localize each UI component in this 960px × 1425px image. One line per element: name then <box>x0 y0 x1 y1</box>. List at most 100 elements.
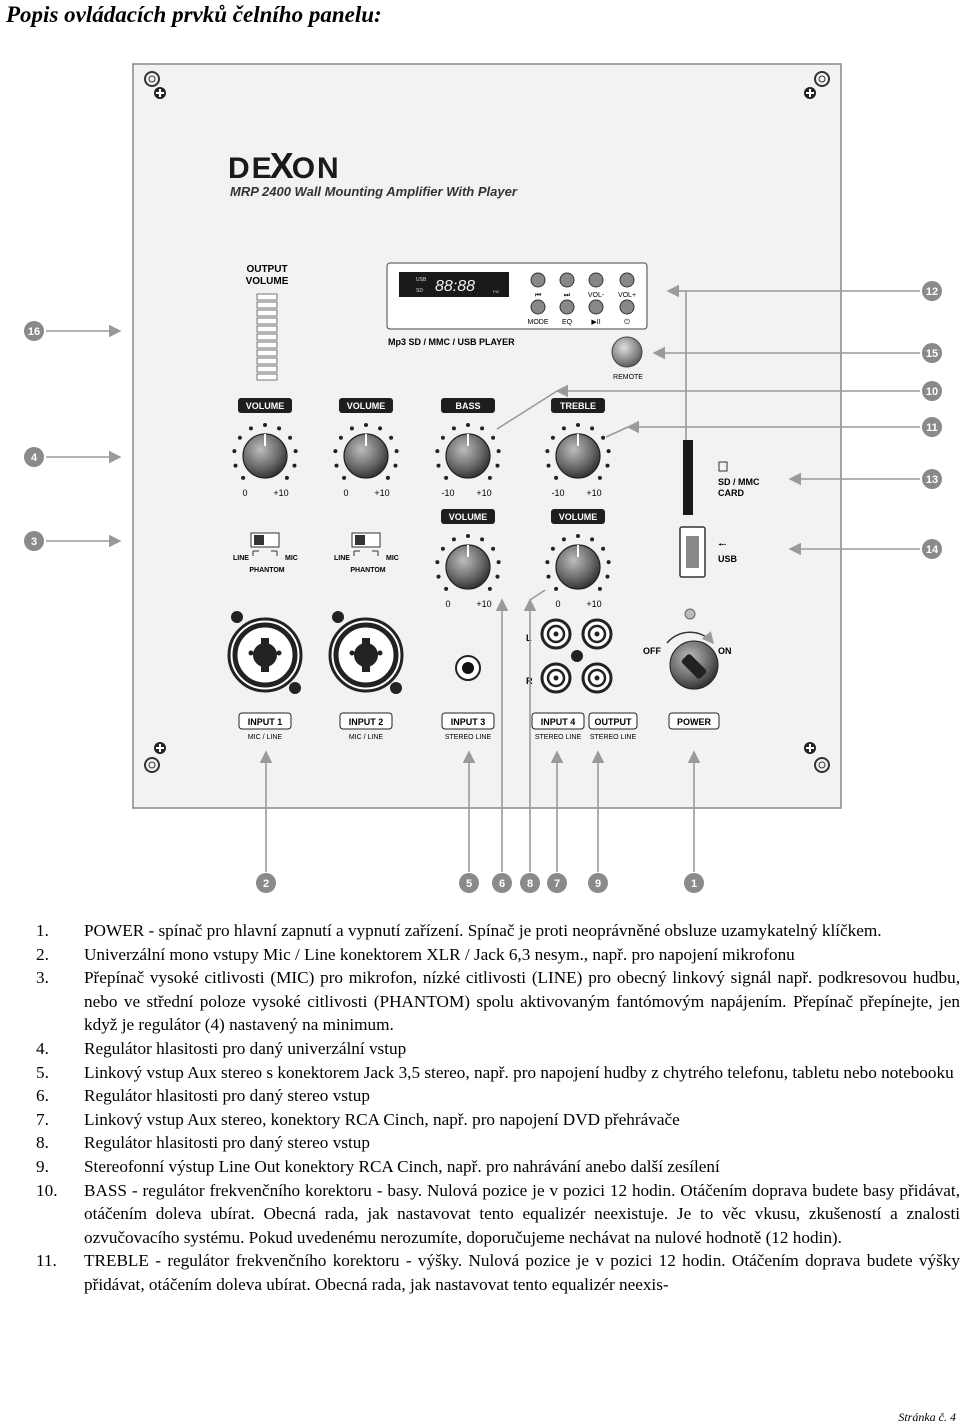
svg-text:15: 15 <box>926 348 938 360</box>
legend-item: 4. Regulátor hlasitosti pro daný univerzá… <box>36 1037 960 1061</box>
player-button-top[interactable] <box>530 272 546 288</box>
switch-mic-label: MIC <box>285 555 298 562</box>
svg-text:12: 12 <box>926 286 938 298</box>
legend-text: Stereofonní výstup Line Out konektory RC… <box>84 1156 720 1176</box>
switch-mic-label: MIC <box>386 555 399 562</box>
legend-text: Regulátor hlasitosti pro daný stereo vst… <box>84 1086 370 1106</box>
legend-item: 8.Regulátor hlasitosti pro daný stereo v… <box>36 1131 960 1155</box>
svg-text:POWER: POWER <box>677 717 712 727</box>
rotary-knob[interactable]: BASS-10+10 <box>435 398 501 498</box>
meter-segment <box>256 357 278 365</box>
callout-badge: 14 <box>922 539 942 559</box>
rca-jack[interactable] <box>581 662 613 694</box>
sd-card-slot[interactable] <box>683 440 693 515</box>
rca-l-label: L <box>526 633 532 643</box>
knob-group: VOLUME0+10VOLUME0+10BASS-10+10TREBLE-10+… <box>227 398 720 741</box>
legend-number: 6. <box>36 1086 49 1106</box>
svg-text:13: 13 <box>926 474 938 486</box>
legend-text: POWER - spínač pro hlavní zapnutí a vypn… <box>84 921 882 940</box>
usb-label: USB <box>718 554 738 564</box>
rca-jack[interactable] <box>540 662 572 694</box>
page-footer: Stránka č. 4 <box>898 1410 956 1424</box>
knob-scale-max: +10 <box>374 488 389 498</box>
output-volume-label-2: VOLUME <box>246 276 289 287</box>
legend-number: 8. <box>36 1133 49 1153</box>
remote-label: REMOTE <box>613 374 643 381</box>
svg-text:MIC / LINE: MIC / LINE <box>248 734 283 741</box>
player-button-label: VOL- <box>588 292 605 299</box>
rca-screw <box>571 650 583 662</box>
meter-segment <box>256 293 278 301</box>
player-button-top[interactable] <box>619 272 635 288</box>
callout-badge: 11 <box>922 417 942 437</box>
power-key-switch[interactable] <box>669 640 719 690</box>
player-button-bottom[interactable] <box>619 299 635 315</box>
knob-label: VOLUME <box>347 401 386 411</box>
legend-text: Regulátor hlasitosti pro daný univerzáln… <box>84 1038 407 1058</box>
svg-text:4: 4 <box>31 452 38 464</box>
svg-text:10: 10 <box>926 386 938 398</box>
player-button-bottom[interactable] <box>559 299 575 315</box>
player-button-label: ⏻ <box>624 318 630 326</box>
rca-jack[interactable] <box>540 618 572 650</box>
legend-item: 3. Přepínač vysoké citlivosti (MIC) pro m… <box>36 966 960 1037</box>
svg-text:INPUT 4: INPUT 4 <box>541 717 576 727</box>
legend-item: 2. Univerzální mono vstupy Mic / Line kon… <box>36 943 960 967</box>
player-button-label: MODE <box>528 319 549 326</box>
jack-3-5-input[interactable] <box>455 655 481 681</box>
callout-badge: 12 <box>922 281 942 301</box>
legend-number: 10. <box>36 1180 58 1200</box>
legend-number: 5. <box>36 1062 49 1082</box>
svg-text:3: 3 <box>31 536 37 548</box>
player-button-bottom[interactable] <box>530 299 546 315</box>
legend-number: 7. <box>36 1109 49 1129</box>
model-name: MRP 2400 Wall Mounting Amplifier With Pl… <box>230 184 518 199</box>
legend-number: 9. <box>36 1156 49 1176</box>
knob-scale-max: +10 <box>476 488 491 498</box>
switch-phantom-label: PHANTOM <box>350 567 385 574</box>
brand-logo: DEXON <box>228 145 341 186</box>
knob-scale-min: -10 <box>551 488 564 498</box>
knob-scale-max: +10 <box>586 599 601 609</box>
knob-scale-max: +10 <box>476 599 491 609</box>
display-usb: USB <box>416 277 427 283</box>
switch-line-label: LINE <box>233 555 249 562</box>
knob-scale-min: 0 <box>555 599 560 609</box>
legend-list: 1. POWER - spínač pro hlavní zapnutí a vy… <box>36 919 960 1297</box>
legend-number: 1. <box>36 921 49 940</box>
legend-text: Přepínač vysoké citlivosti (MIC) pro mik… <box>84 968 960 1035</box>
svg-text:OUTPUT: OUTPUT <box>595 717 633 727</box>
legend-number: 3. <box>36 968 49 988</box>
legend-text: Univerzální mono vstupy Mic / Line konek… <box>84 944 795 964</box>
callout-badge: 6 <box>492 873 512 893</box>
meter-segment <box>256 349 278 357</box>
rotary-knob[interactable]: TREBLE-10+10 <box>545 398 611 498</box>
player-button-top[interactable] <box>559 272 575 288</box>
rca-jack[interactable] <box>581 618 613 650</box>
legend-text: BASS - regulátor frekvenčního korektoru … <box>84 1180 960 1247</box>
xlr-combo-jack[interactable] <box>227 611 303 694</box>
player-display <box>399 272 509 297</box>
switch-line-label: LINE <box>334 555 350 562</box>
legend-item: 9. Stereofonní výstup Line Out konektory … <box>36 1155 960 1179</box>
player-button-top[interactable] <box>588 272 604 288</box>
legend-number: 4. <box>36 1038 49 1058</box>
svg-text:1: 1 <box>691 878 697 890</box>
svg-text:16: 16 <box>28 326 40 338</box>
display-fm: FM <box>493 289 499 294</box>
legend-item: 1. POWER - spínač pro hlavní zapnutí a vy… <box>36 919 960 943</box>
legend-number: 2. <box>36 944 49 964</box>
player-button-label: EQ <box>562 319 573 326</box>
player-button-bottom[interactable] <box>588 299 604 315</box>
xlr-combo-jack[interactable] <box>328 611 404 694</box>
knob-scale-min: 0 <box>445 599 450 609</box>
svg-text:INPUT 1: INPUT 1 <box>248 717 283 727</box>
